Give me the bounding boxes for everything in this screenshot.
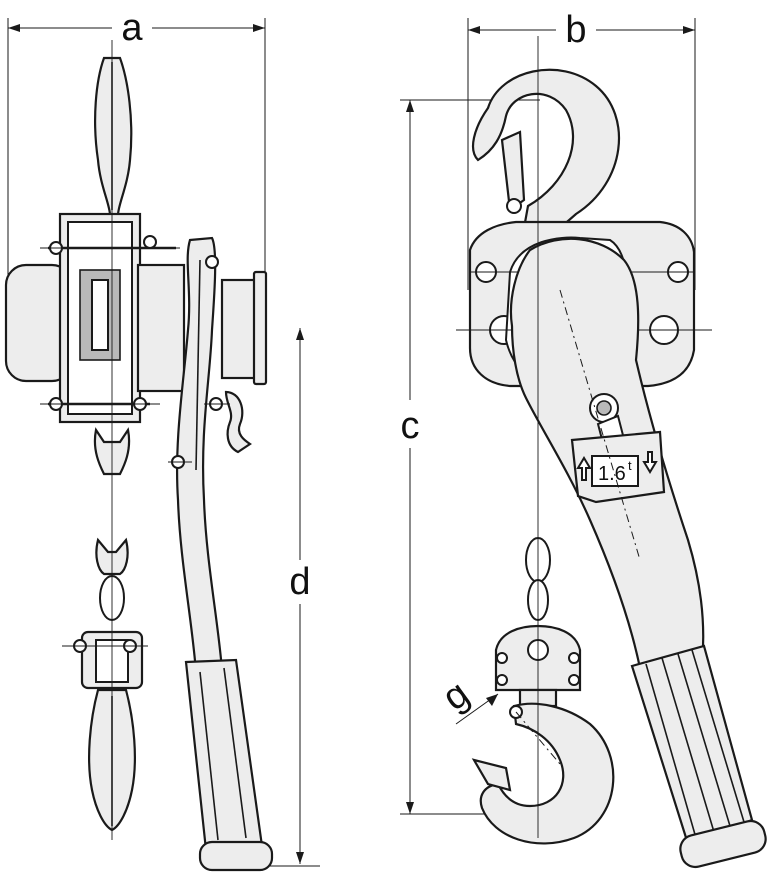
dimension-g: g (435, 673, 499, 725)
front-view: b c (400, 9, 767, 869)
lever-handle-side (168, 236, 252, 674)
dimension-a: a (7, 7, 266, 290)
lower-block-front (471, 537, 615, 845)
capacity-unit: t (628, 458, 632, 473)
dimension-a-label: a (121, 7, 143, 49)
dimension-b: b (467, 9, 696, 290)
grip-front (630, 644, 767, 869)
dimension-b-label: b (565, 9, 586, 51)
dimension-g-label: g (435, 673, 477, 719)
top-hook-side (94, 56, 133, 241)
lower-block-side (62, 427, 148, 832)
dimension-d-label: d (289, 561, 310, 603)
grip-side (184, 658, 274, 872)
dimension-c-label: c (401, 405, 420, 447)
side-view: a (4, 7, 320, 872)
hoist-body-side (4, 212, 268, 424)
dimension-d: d (270, 328, 320, 867)
capacity-value: 1.6 (598, 463, 626, 485)
lever-axis-line (559, 289, 641, 561)
top-hook-front (471, 68, 621, 230)
capacity-plate: 1.6 t (570, 430, 666, 504)
